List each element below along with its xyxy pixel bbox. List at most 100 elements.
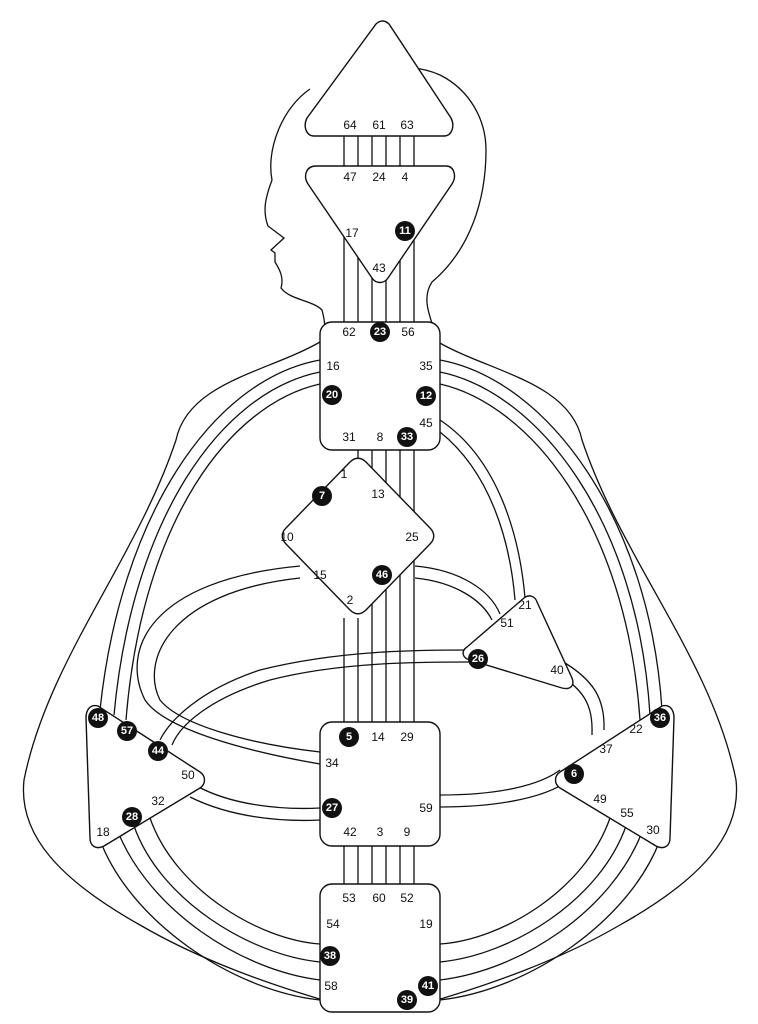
- gate-11-marker: [395, 221, 415, 241]
- gate-52-label: 52: [400, 891, 414, 905]
- gate-15: 15: [313, 568, 327, 582]
- gate-44: 44: [148, 741, 168, 761]
- gate-25-label: 25: [405, 530, 419, 544]
- gate-28-label: 28: [126, 811, 138, 823]
- head-center: [304, 20, 454, 137]
- gate-11: 11: [395, 221, 415, 241]
- gate-45-label: 45: [419, 416, 433, 430]
- gate-23-label: 23: [374, 326, 386, 338]
- gate-58: 58: [324, 979, 338, 993]
- gate-50-label: 50: [181, 768, 195, 782]
- gate-20-label: 20: [326, 389, 338, 401]
- gate-55: 55: [620, 806, 634, 820]
- gate-13-label: 13: [371, 487, 385, 501]
- gate-60-label: 60: [372, 891, 386, 905]
- spleen-center: [85, 704, 206, 849]
- gate-6-label: 6: [571, 768, 577, 780]
- gate-34: 34: [325, 756, 339, 770]
- gate-18-label: 18: [96, 825, 110, 839]
- gate-55-label: 55: [620, 806, 634, 820]
- gate-46-marker: [372, 565, 392, 585]
- gate-56-label: 56: [401, 325, 415, 339]
- gate-6: 6: [564, 764, 584, 784]
- root-center: [319, 883, 441, 1013]
- gate-64-label: 64: [343, 118, 357, 132]
- gate-45: 45: [419, 416, 433, 430]
- gate-36-label: 36: [654, 712, 666, 724]
- gate-26-label: 26: [472, 653, 484, 665]
- gate-23: 23: [370, 322, 390, 342]
- gate-5: 5: [339, 727, 359, 747]
- gate-36: 36: [650, 708, 670, 728]
- gate-18: 18: [96, 825, 110, 839]
- gate-57: 57: [117, 721, 137, 741]
- gate-46-label: 46: [376, 569, 388, 581]
- gate-21-label: 21: [518, 598, 532, 612]
- solar-plexus-center: [554, 704, 675, 849]
- gate-39: 39: [397, 990, 417, 1010]
- gate-33-marker: [397, 427, 417, 447]
- gate-29: 29: [400, 730, 414, 744]
- gate-32-label: 32: [151, 794, 165, 808]
- gate-10: 10: [280, 530, 294, 544]
- gate-9: 9: [404, 825, 411, 839]
- gate-37: 37: [599, 742, 613, 756]
- gate-14-label: 14: [371, 730, 385, 744]
- gate-53-label: 53: [342, 891, 356, 905]
- gate-1: 1: [341, 467, 348, 481]
- gate-20: 20: [322, 385, 342, 405]
- gate-26: 26: [468, 649, 488, 669]
- gate-49: 49: [593, 792, 607, 806]
- gate-27-label: 27: [326, 802, 338, 814]
- gate-6-marker: [564, 764, 584, 784]
- gate-2-label: 2: [347, 593, 354, 607]
- gate-59: 59: [419, 801, 433, 815]
- gate-29-label: 29: [400, 730, 414, 744]
- gate-10-label: 10: [280, 530, 294, 544]
- heart-center: [462, 595, 574, 690]
- gate-31-label: 31: [342, 430, 356, 444]
- gate-19-label: 19: [419, 917, 433, 931]
- gate-43-label: 43: [372, 261, 386, 275]
- gate-54-label: 54: [326, 917, 340, 931]
- gate-12-label: 12: [420, 390, 432, 402]
- gate-38-marker: [320, 946, 340, 966]
- gate-41: 41: [418, 976, 438, 996]
- gate-57-label: 57: [121, 725, 133, 737]
- gate-7-marker: [312, 486, 332, 506]
- gate-21: 21: [518, 598, 532, 612]
- gate-28: 28: [122, 807, 142, 827]
- gate-60: 60: [372, 891, 386, 905]
- gate-5-marker: [339, 727, 359, 747]
- gate-17: 17: [345, 226, 359, 240]
- gate-24-label: 24: [372, 170, 386, 184]
- gate-40: 40: [550, 663, 564, 677]
- gate-62-label: 62: [342, 325, 356, 339]
- sacral-center: [319, 721, 441, 847]
- gate-17-label: 17: [345, 226, 359, 240]
- gate-50: 50: [181, 768, 195, 782]
- gate-48: 48: [88, 708, 108, 728]
- gate-4-label: 4: [402, 170, 409, 184]
- gate-8: 8: [377, 430, 384, 444]
- gate-63: 63: [400, 118, 414, 132]
- gate-7-label: 7: [319, 490, 325, 502]
- gate-32: 32: [151, 794, 165, 808]
- gate-23-marker: [370, 322, 390, 342]
- gate-22: 22: [629, 722, 643, 736]
- gate-47-label: 47: [343, 170, 357, 184]
- gate-27: 27: [322, 798, 342, 818]
- gate-61: 61: [372, 118, 386, 132]
- gate-4: 4: [402, 170, 409, 184]
- gate-13: 13: [371, 487, 385, 501]
- gate-51-label: 51: [500, 616, 514, 630]
- gate-39-marker: [397, 990, 417, 1010]
- gate-33: 33: [397, 427, 417, 447]
- gate-14: 14: [371, 730, 385, 744]
- gate-2: 2: [347, 593, 354, 607]
- gate-36-marker: [650, 708, 670, 728]
- gate-48-marker: [88, 708, 108, 728]
- gate-34-label: 34: [325, 756, 339, 770]
- gate-48-label: 48: [92, 712, 104, 724]
